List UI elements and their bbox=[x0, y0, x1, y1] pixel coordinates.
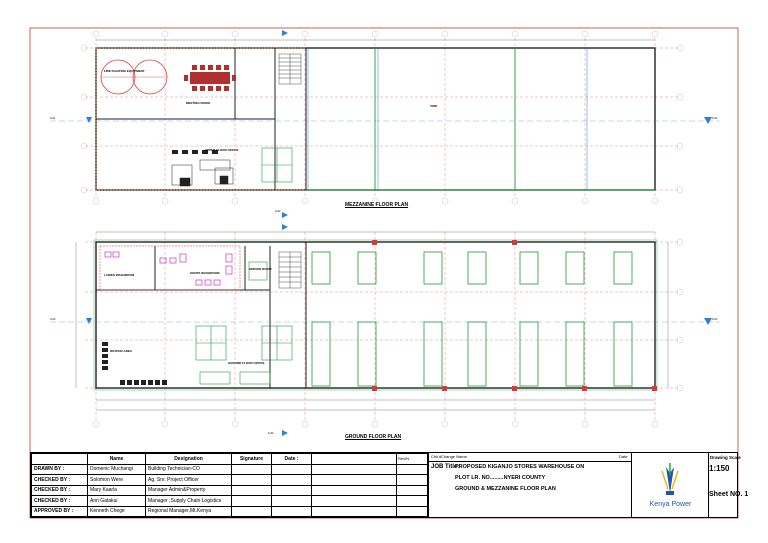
section-marker-s2: S-02 bbox=[275, 209, 281, 213]
fire-equipment-label: FIRE FIGHTING EQUIPMENT bbox=[104, 69, 145, 73]
meeting-table bbox=[184, 65, 236, 91]
upper-office-label: UPPER FLOOR OFFICE bbox=[205, 148, 239, 152]
section-arrow-icon bbox=[282, 212, 288, 218]
section-marker-s3-right: S-03 bbox=[712, 317, 718, 321]
section-arrow-icon bbox=[86, 117, 92, 123]
section-arrow-icon bbox=[282, 224, 288, 230]
table-row: DRAWN BY : Domenic Muchangi Building Tec… bbox=[31, 463, 397, 475]
section-arrow-icon bbox=[704, 318, 712, 325]
mezzanine-stair bbox=[278, 53, 302, 85]
server-room bbox=[248, 261, 268, 281]
sheet-border bbox=[29, 27, 739, 519]
title-block: Name Designation Signature Date : DRAWN … bbox=[30, 452, 748, 518]
table-row: CHECKED BY : Mary Kaarla Manager Admin&P… bbox=[31, 484, 397, 496]
section-arrow-icon bbox=[282, 430, 288, 436]
logo-text: Kenya Power bbox=[649, 501, 692, 508]
section-marker-s1-right: S-01 bbox=[712, 116, 718, 120]
mezzanine-plan-title: MEZZANINE FLOOR PLAN bbox=[345, 202, 409, 208]
header-date: Date : bbox=[271, 453, 312, 465]
rev-header: Rev/N bbox=[396, 453, 428, 465]
ground-plan: LADIES WASHROOM GENTS WASHROOM WAITING A… bbox=[50, 224, 720, 436]
ground-plan-title: GROUND FLOOR PLAN bbox=[345, 434, 402, 440]
job-title-box: Chk'd Change Name Date JOB Title: PROPOS… bbox=[428, 453, 632, 517]
table-row: CHECKED BY : Ann Gatakui Manager ,Supply… bbox=[31, 495, 397, 507]
ground-stair bbox=[278, 251, 302, 289]
ground-grid bbox=[85, 232, 680, 420]
section-arrow-icon bbox=[86, 318, 92, 324]
sheet-number: Sheet NO. 1 bbox=[709, 491, 749, 498]
section-marker-s3: S-03 bbox=[50, 317, 56, 321]
waiting-seats bbox=[102, 342, 167, 385]
revision-table: Rev/N bbox=[396, 453, 428, 517]
warehouse-racking bbox=[311, 251, 633, 387]
waiting-area-label: WAITING AREA bbox=[110, 349, 133, 353]
table-row: APPROVED BY : Kenneth Chege Regional Man… bbox=[31, 505, 397, 517]
header-signature: Signature bbox=[231, 453, 272, 465]
fire-fighting-equipment bbox=[100, 59, 168, 95]
section-marker-s2-bottom: S-02 bbox=[268, 431, 274, 435]
header-designation: Designation bbox=[145, 453, 232, 465]
job-title-line-3: GROUND & MEZZANINE FLOOR PLAN bbox=[455, 486, 556, 492]
kenya-power-logo-icon bbox=[661, 463, 679, 495]
mezzanine-grid bbox=[85, 38, 680, 198]
header-name: Name bbox=[87, 453, 146, 465]
meeting-room-label: MEETING ROOM bbox=[186, 101, 210, 105]
signatories-table: Name Designation Signature Date : DRAWN … bbox=[31, 453, 397, 517]
void-label: VOID bbox=[430, 104, 438, 108]
job-title-label: JOB Title: bbox=[431, 464, 460, 470]
upper-office-furniture bbox=[171, 159, 234, 187]
job-title-line-1: PROPOSED KIGANJO STORES WAREHOUSE ON bbox=[455, 464, 585, 470]
scale-box: Drawing Scale 1:150 Sheet NO. 1 bbox=[709, 453, 748, 517]
table-row: CHECKED BY : Solomon Were Ag. Snr. Proje… bbox=[31, 474, 397, 486]
gents-washroom-label: GENTS WASHROOM bbox=[190, 271, 220, 275]
revision-header-row: Chk'd Change Name Date bbox=[429, 453, 631, 462]
logo-box: Kenya Power bbox=[632, 453, 709, 517]
drawing-scale-value: 1:150 bbox=[709, 464, 730, 473]
ladies-washroom-label: LADIES WASHROOM bbox=[104, 273, 135, 277]
job-title-line-2: PLOT LR. NO.........NYERI COUNTY bbox=[455, 475, 546, 481]
mezzanine-plan: FIRE FIGHTING EQUIPMENT MEETING ROOM UPP… bbox=[50, 30, 720, 218]
sanitary-fixtures bbox=[104, 251, 233, 286]
section-marker-s1: S-01 bbox=[50, 116, 56, 120]
section-arrow-icon bbox=[704, 117, 712, 124]
drawing-scale-label: Drawing Scale bbox=[710, 455, 741, 460]
ground-office-label: GROUND FLOOR OFFICE bbox=[228, 361, 265, 365]
server-room-label: SERVER ROOM bbox=[249, 267, 272, 271]
upper-workstation bbox=[261, 147, 293, 183]
ground-workstations bbox=[195, 325, 293, 385]
section-arrow-icon bbox=[282, 30, 288, 36]
